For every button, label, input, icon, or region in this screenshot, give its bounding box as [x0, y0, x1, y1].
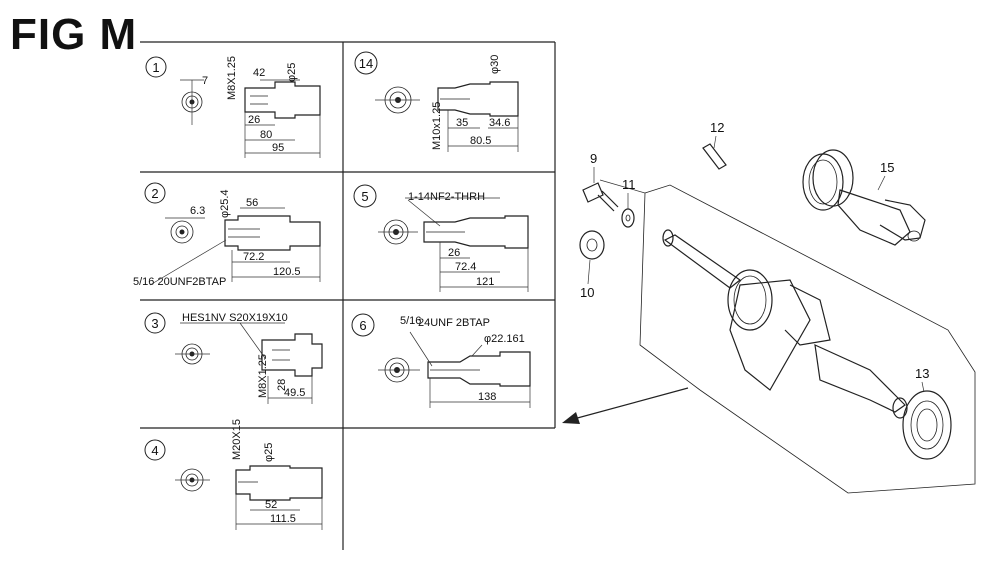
panel-14: 14 φ30 M10x1.25 35 34.6 80.5	[354, 51, 519, 152]
svg-text:5/16 20UNF2BTAP: 5/16 20UNF2BTAP	[133, 276, 226, 288]
svg-text:12: 12	[710, 120, 724, 135]
svg-text:φ25.4: φ25.4	[219, 189, 231, 218]
panel-2: 2 6.3 φ25.4 56 72.2 120.5 5/16 20UNF2BTA…	[133, 182, 321, 288]
panel-number: 14	[359, 56, 373, 71]
callout-circle	[351, 313, 375, 337]
svg-text:φ25: φ25	[286, 63, 298, 82]
svg-text:10: 10	[580, 285, 594, 300]
figure-title: FIG M	[10, 10, 138, 59]
svg-text:95: 95	[272, 142, 284, 154]
part-11-washer: 11	[621, 177, 636, 228]
part-15-camshaft: 15	[802, 149, 926, 246]
panel-number: 2	[151, 186, 158, 201]
svg-text:1-14NF2-THRH: 1-14NF2-THRH	[408, 191, 485, 203]
svg-text:80.5: 80.5	[470, 135, 491, 147]
svg-text:6.3: 6.3	[190, 205, 205, 217]
callout-circle	[144, 439, 166, 461]
svg-text:φ22.161: φ22.161	[484, 333, 525, 345]
panel-6: 6 5/16 24UNF 2BTAP φ22.161 138	[351, 313, 531, 408]
panel-number: 3	[151, 316, 158, 331]
svg-text:M10x1.25: M10x1.25	[431, 102, 443, 150]
exploded-view: 9 11 10 12	[562, 120, 976, 494]
svg-text:M8X1.25: M8X1.25	[226, 56, 238, 100]
callout-circle	[144, 312, 166, 334]
svg-text:M8X1.25: M8X1.25	[257, 354, 269, 398]
panel-1: 1 7 M8X1.25 42 φ25 26 80 95	[145, 56, 321, 158]
panel-number: 6	[359, 318, 366, 333]
svg-text:35: 35	[456, 117, 468, 129]
svg-text:52: 52	[265, 499, 277, 511]
panel-number: 4	[151, 443, 158, 458]
panel-grid	[140, 41, 556, 550]
svg-text:72.4: 72.4	[455, 261, 476, 273]
svg-text:111.5: 111.5	[270, 513, 296, 525]
svg-text:121: 121	[476, 276, 494, 288]
svg-text:72.2: 72.2	[243, 251, 264, 263]
part-10-washer: 10	[579, 230, 605, 300]
svg-text:120.5: 120.5	[273, 266, 301, 278]
part-12-key: 12	[702, 120, 727, 170]
svg-text:49.5: 49.5	[284, 387, 305, 399]
svg-text:φ30: φ30	[489, 55, 501, 74]
svg-text:24UNF 2BTAP: 24UNF 2BTAP	[418, 317, 490, 329]
svg-text:15: 15	[880, 160, 894, 175]
callout-circle	[145, 56, 167, 78]
svg-text:26: 26	[448, 247, 460, 259]
svg-text:28: 28	[276, 379, 288, 391]
panel-3: 3 HES1NV S20X19X10 M8X1.25 28 49.5	[144, 312, 323, 404]
svg-text:M20X15: M20X15	[231, 419, 243, 460]
svg-text:9: 9	[590, 151, 597, 166]
svg-text:42: 42	[253, 67, 265, 79]
svg-text:7: 7	[202, 75, 208, 87]
callout-circle	[144, 182, 166, 204]
svg-text:φ25: φ25	[263, 443, 275, 462]
part-13-bearing: 13	[902, 366, 952, 460]
panel-5: 5 1-14NF2-THRH 26 72.4 121	[353, 184, 529, 292]
svg-text:80: 80	[260, 129, 272, 141]
svg-text:34.6: 34.6	[489, 117, 510, 129]
crankshaft	[662, 229, 908, 419]
svg-text:138: 138	[478, 391, 496, 403]
svg-text:5/16: 5/16	[400, 315, 421, 327]
svg-text:HES1NV S20X19X10: HES1NV S20X19X10	[182, 312, 288, 324]
callout-circle	[354, 51, 378, 75]
callout-circle	[353, 184, 377, 208]
svg-text:56: 56	[246, 197, 258, 209]
svg-text:26: 26	[248, 114, 260, 126]
panel-number: 1	[152, 60, 159, 75]
panel-4: 4 M20X15 φ25 52 111.5	[144, 419, 323, 530]
panel-number: 5	[361, 189, 368, 204]
svg-text:11: 11	[622, 177, 636, 192]
svg-text:13: 13	[915, 366, 929, 381]
part-9-bolt: 9	[582, 151, 619, 212]
